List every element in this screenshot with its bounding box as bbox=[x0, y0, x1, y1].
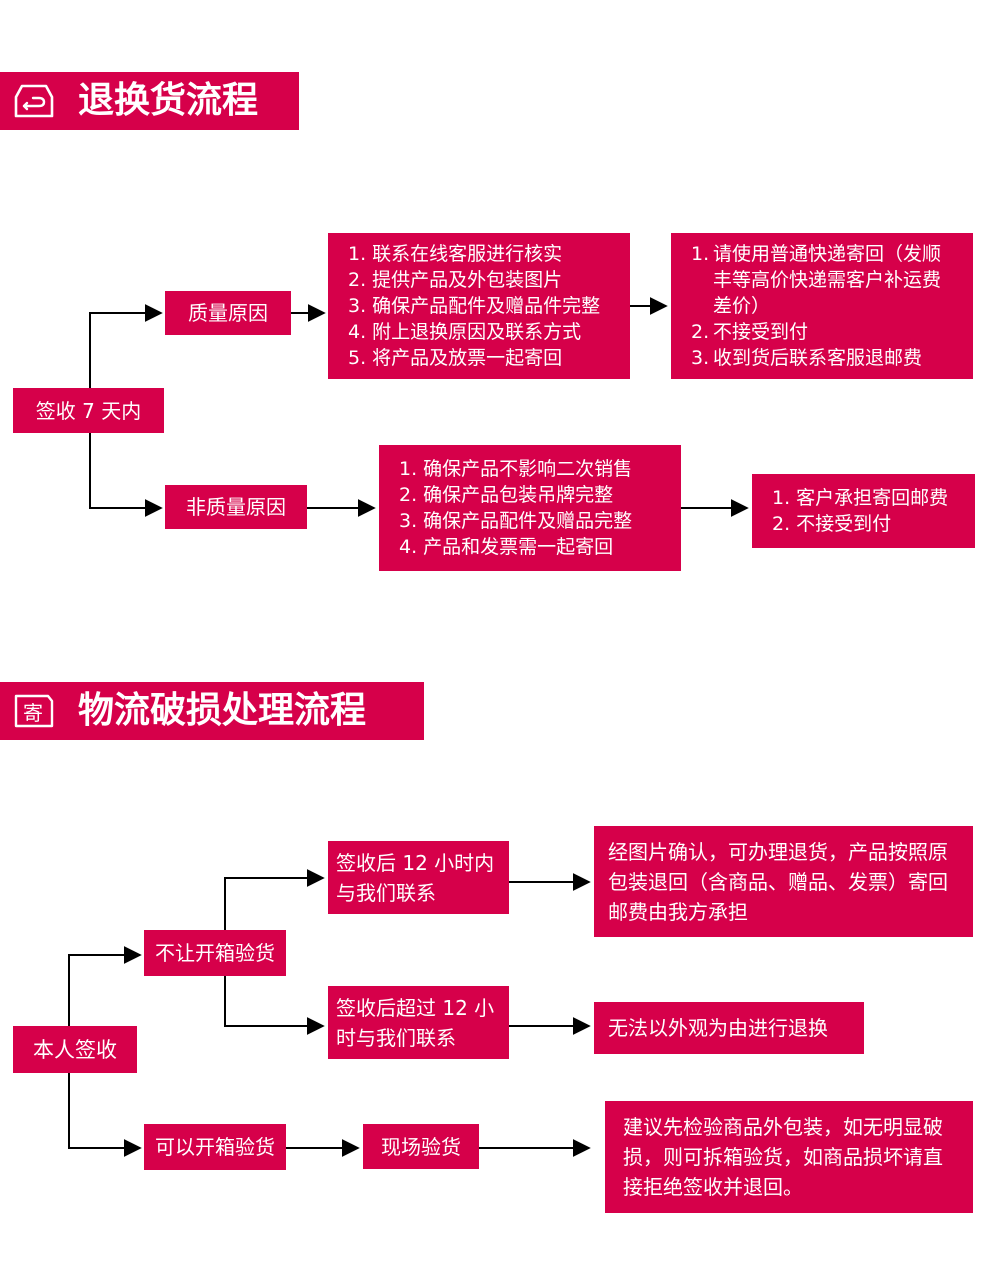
node-quality-steps: 1. 联系在线客服进行核实 2. 提供产品及外包装图片 3. 确保产品配件及赠品件完… bbox=[328, 233, 630, 379]
list-item-number: 2. bbox=[691, 321, 710, 343]
connector-sign-to-canopen bbox=[68, 1073, 142, 1157]
node-onsite-inspection: 现场验货 bbox=[363, 1124, 479, 1169]
node-quality-reason: 质量原因 bbox=[165, 291, 291, 335]
node-can-open-inspection: 可以开箱验货 bbox=[144, 1124, 286, 1170]
connector-start-to-nonquality bbox=[89, 433, 163, 517]
list-item-text: 不接受到付 bbox=[713, 321, 809, 343]
node-nonquality-steps: 1. 确保产品不影响二次销售 2. 确保产品包装吊牌完整 3. 确保产品配件及赠品完… bbox=[379, 445, 681, 571]
list-item: 2. 不接受到付 bbox=[772, 513, 892, 535]
section-title-returns: 退换货流程 bbox=[78, 80, 259, 121]
node-can-open-result: 建议先检验商品外包装，如无明显破损，则可拆箱验货，如商品损坏请直接拒绝签收并退回… bbox=[605, 1101, 973, 1213]
mail-box-icon: 寄 bbox=[14, 694, 54, 728]
node-no-open-inspection: 不让开箱验货 bbox=[144, 930, 286, 976]
list-item-number: 3. bbox=[691, 347, 710, 369]
mail-box-icon-char: 寄 bbox=[23, 701, 43, 725]
list-item: 3.收到货后联系客服退邮费 bbox=[691, 345, 959, 371]
connector-noopen-to-within bbox=[224, 869, 325, 930]
section-header-damage: 寄 物流破损处理流程 bbox=[0, 682, 424, 740]
list-item: 5. 将产品及放票一起寄回 bbox=[348, 347, 563, 369]
node-within-12-hours-result: 经图片确认，可办理退货，产品按照原包装退回（含商品、赠品、发票）寄回邮费由我方承… bbox=[594, 826, 973, 937]
node-over-12-hours-result: 无法以外观为由进行退换 bbox=[594, 1002, 864, 1054]
return-box-icon bbox=[14, 84, 54, 118]
list-item: 2. 确保产品包装吊牌完整 bbox=[399, 484, 614, 506]
list-item: 3. 确保产品配件及赠品件完整 bbox=[348, 295, 601, 317]
list-item: 1. 联系在线客服进行核实 bbox=[348, 243, 563, 265]
node-sign-within-7-days: 签收 7 天内 bbox=[13, 388, 164, 433]
node-over-12-hours: 签收后超过 12 小时与我们联系 bbox=[328, 986, 509, 1059]
node-within-12-hours: 签收后 12 小时内与我们联系 bbox=[328, 841, 509, 914]
connector-start-to-quality bbox=[89, 304, 163, 388]
section-title-damage: 物流破损处理流程 bbox=[78, 690, 367, 731]
list-item-number: 1. bbox=[691, 243, 710, 265]
node-nonquality-result: 1. 客户承担寄回邮费 2. 不接受到付 bbox=[752, 474, 975, 548]
list-item: 2. 提供产品及外包装图片 bbox=[348, 269, 563, 291]
list-item: 1.请使用普通快递寄回（发顺丰等高价快递需客户补运费差价） bbox=[691, 241, 959, 319]
list-item-text: 收到货后联系客服退邮费 bbox=[713, 347, 923, 369]
list-item: 1. 确保产品不影响二次销售 bbox=[399, 458, 633, 480]
list-item-text: 请使用普通快递寄回（发顺丰等高价快递需客户补运费差价） bbox=[713, 243, 942, 317]
list-item: 2.不接受到付 bbox=[691, 319, 959, 345]
list-item: 1. 客户承担寄回邮费 bbox=[772, 487, 949, 509]
connector-noopen-to-over bbox=[224, 976, 325, 1035]
node-nonquality-reason: 非质量原因 bbox=[165, 485, 307, 529]
section-header-returns: 退换货流程 bbox=[0, 72, 299, 130]
connector-sign-to-noopen bbox=[68, 946, 142, 1026]
list-item: 4. 附上退换原因及联系方式 bbox=[348, 321, 582, 343]
list-item: 3. 确保产品配件及赠品完整 bbox=[399, 510, 633, 532]
node-self-signed: 本人签收 bbox=[13, 1026, 137, 1073]
list-item: 4. 产品和发票需一起寄回 bbox=[399, 536, 614, 558]
